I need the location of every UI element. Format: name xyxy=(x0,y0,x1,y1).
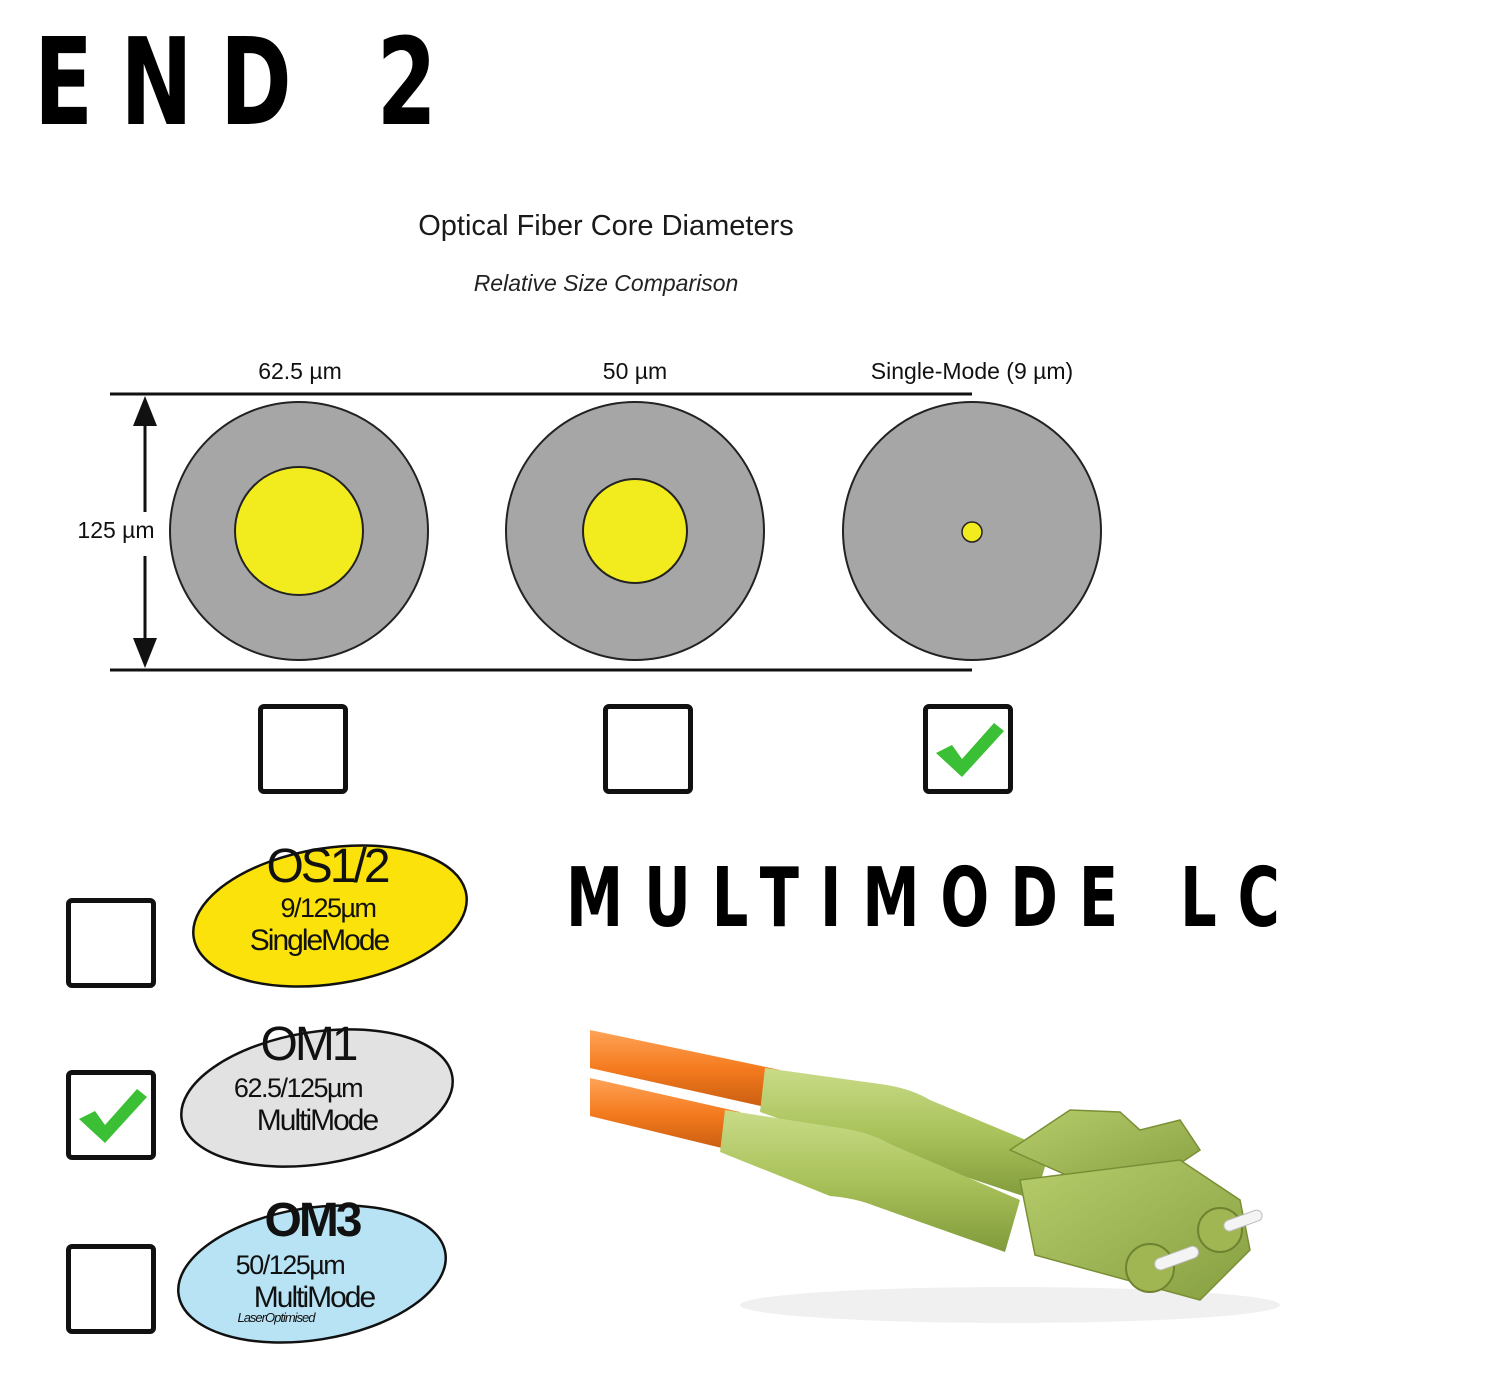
lc-connector-illustration xyxy=(590,1030,1280,1323)
height-label: 125 µm xyxy=(66,517,166,544)
connector-shadow xyxy=(740,1287,1280,1323)
boot-lower xyxy=(720,1110,1020,1252)
column-label-single-mode: Single-Mode (9 µm) xyxy=(870,358,1074,384)
checkbox-os1-2[interactable] xyxy=(66,898,156,988)
cable-upper xyxy=(590,1030,780,1108)
badge-om1-name: OM1 xyxy=(260,1018,356,1071)
checkbox-om1[interactable] xyxy=(66,1070,156,1160)
core-single-mode xyxy=(961,521,983,543)
badge-om3-mode: MultiMode xyxy=(254,1281,376,1314)
badge-om3-note: LaserOptimised xyxy=(237,1310,316,1325)
badge-om1: OM1 62.5/125µm MultiMode xyxy=(180,1018,454,1168)
check-icon xyxy=(936,723,1004,777)
checkbox-om3[interactable] xyxy=(66,1244,156,1334)
badge-om3-name: OM3 xyxy=(264,1194,360,1247)
badge-os1-2-spec: 9/125µm xyxy=(280,893,375,923)
badge-om3: OM3 50/125µm MultiMode LaserOptimised xyxy=(177,1194,447,1344)
fiber-diagram xyxy=(110,392,1102,672)
badge-os1-2-name: OS1/2 xyxy=(266,840,388,893)
core-50 xyxy=(582,478,688,584)
column-label-62-5: 62.5 µm xyxy=(258,358,342,384)
ferrule-left xyxy=(1154,1245,1200,1271)
badge-om1-mode: MultiMode xyxy=(257,1104,379,1137)
connector-housing xyxy=(1019,1159,1251,1301)
port-left xyxy=(1125,1243,1175,1293)
diagram-subtitle: Relative Size Comparison xyxy=(473,270,739,296)
badge-os1-2-ellipse xyxy=(192,844,468,988)
connector-title: MULTIMODE LC xyxy=(566,851,1301,946)
checkbox-62-5[interactable] xyxy=(258,704,348,794)
core-62-5 xyxy=(234,466,364,596)
boot-upper xyxy=(760,1068,1050,1200)
badge-om1-ellipse xyxy=(180,1028,454,1168)
badge-om3-ellipse xyxy=(177,1204,447,1344)
checkbox-single-mode[interactable] xyxy=(923,704,1013,794)
column-label-50: 50 µm xyxy=(602,358,668,384)
badge-om1-spec: 62.5/125µm xyxy=(234,1073,362,1103)
badge-os1-2-mode: SingleMode xyxy=(250,924,390,957)
ferrule-right xyxy=(1223,1209,1263,1232)
checkbox-50[interactable] xyxy=(603,704,693,794)
arrow-up-icon xyxy=(133,396,157,426)
badge-os1-2: OS1/2 9/125µm SingleMode xyxy=(192,840,468,988)
cable-lower xyxy=(590,1078,740,1150)
check-icon xyxy=(79,1089,147,1143)
port-right xyxy=(1197,1207,1243,1253)
page-title: END 2 xyxy=(34,14,465,153)
diagram-title: Optical Fiber Core Diameters xyxy=(418,210,794,242)
arrow-down-icon xyxy=(133,638,157,668)
badge-om3-spec: 50/125µm xyxy=(236,1250,345,1280)
